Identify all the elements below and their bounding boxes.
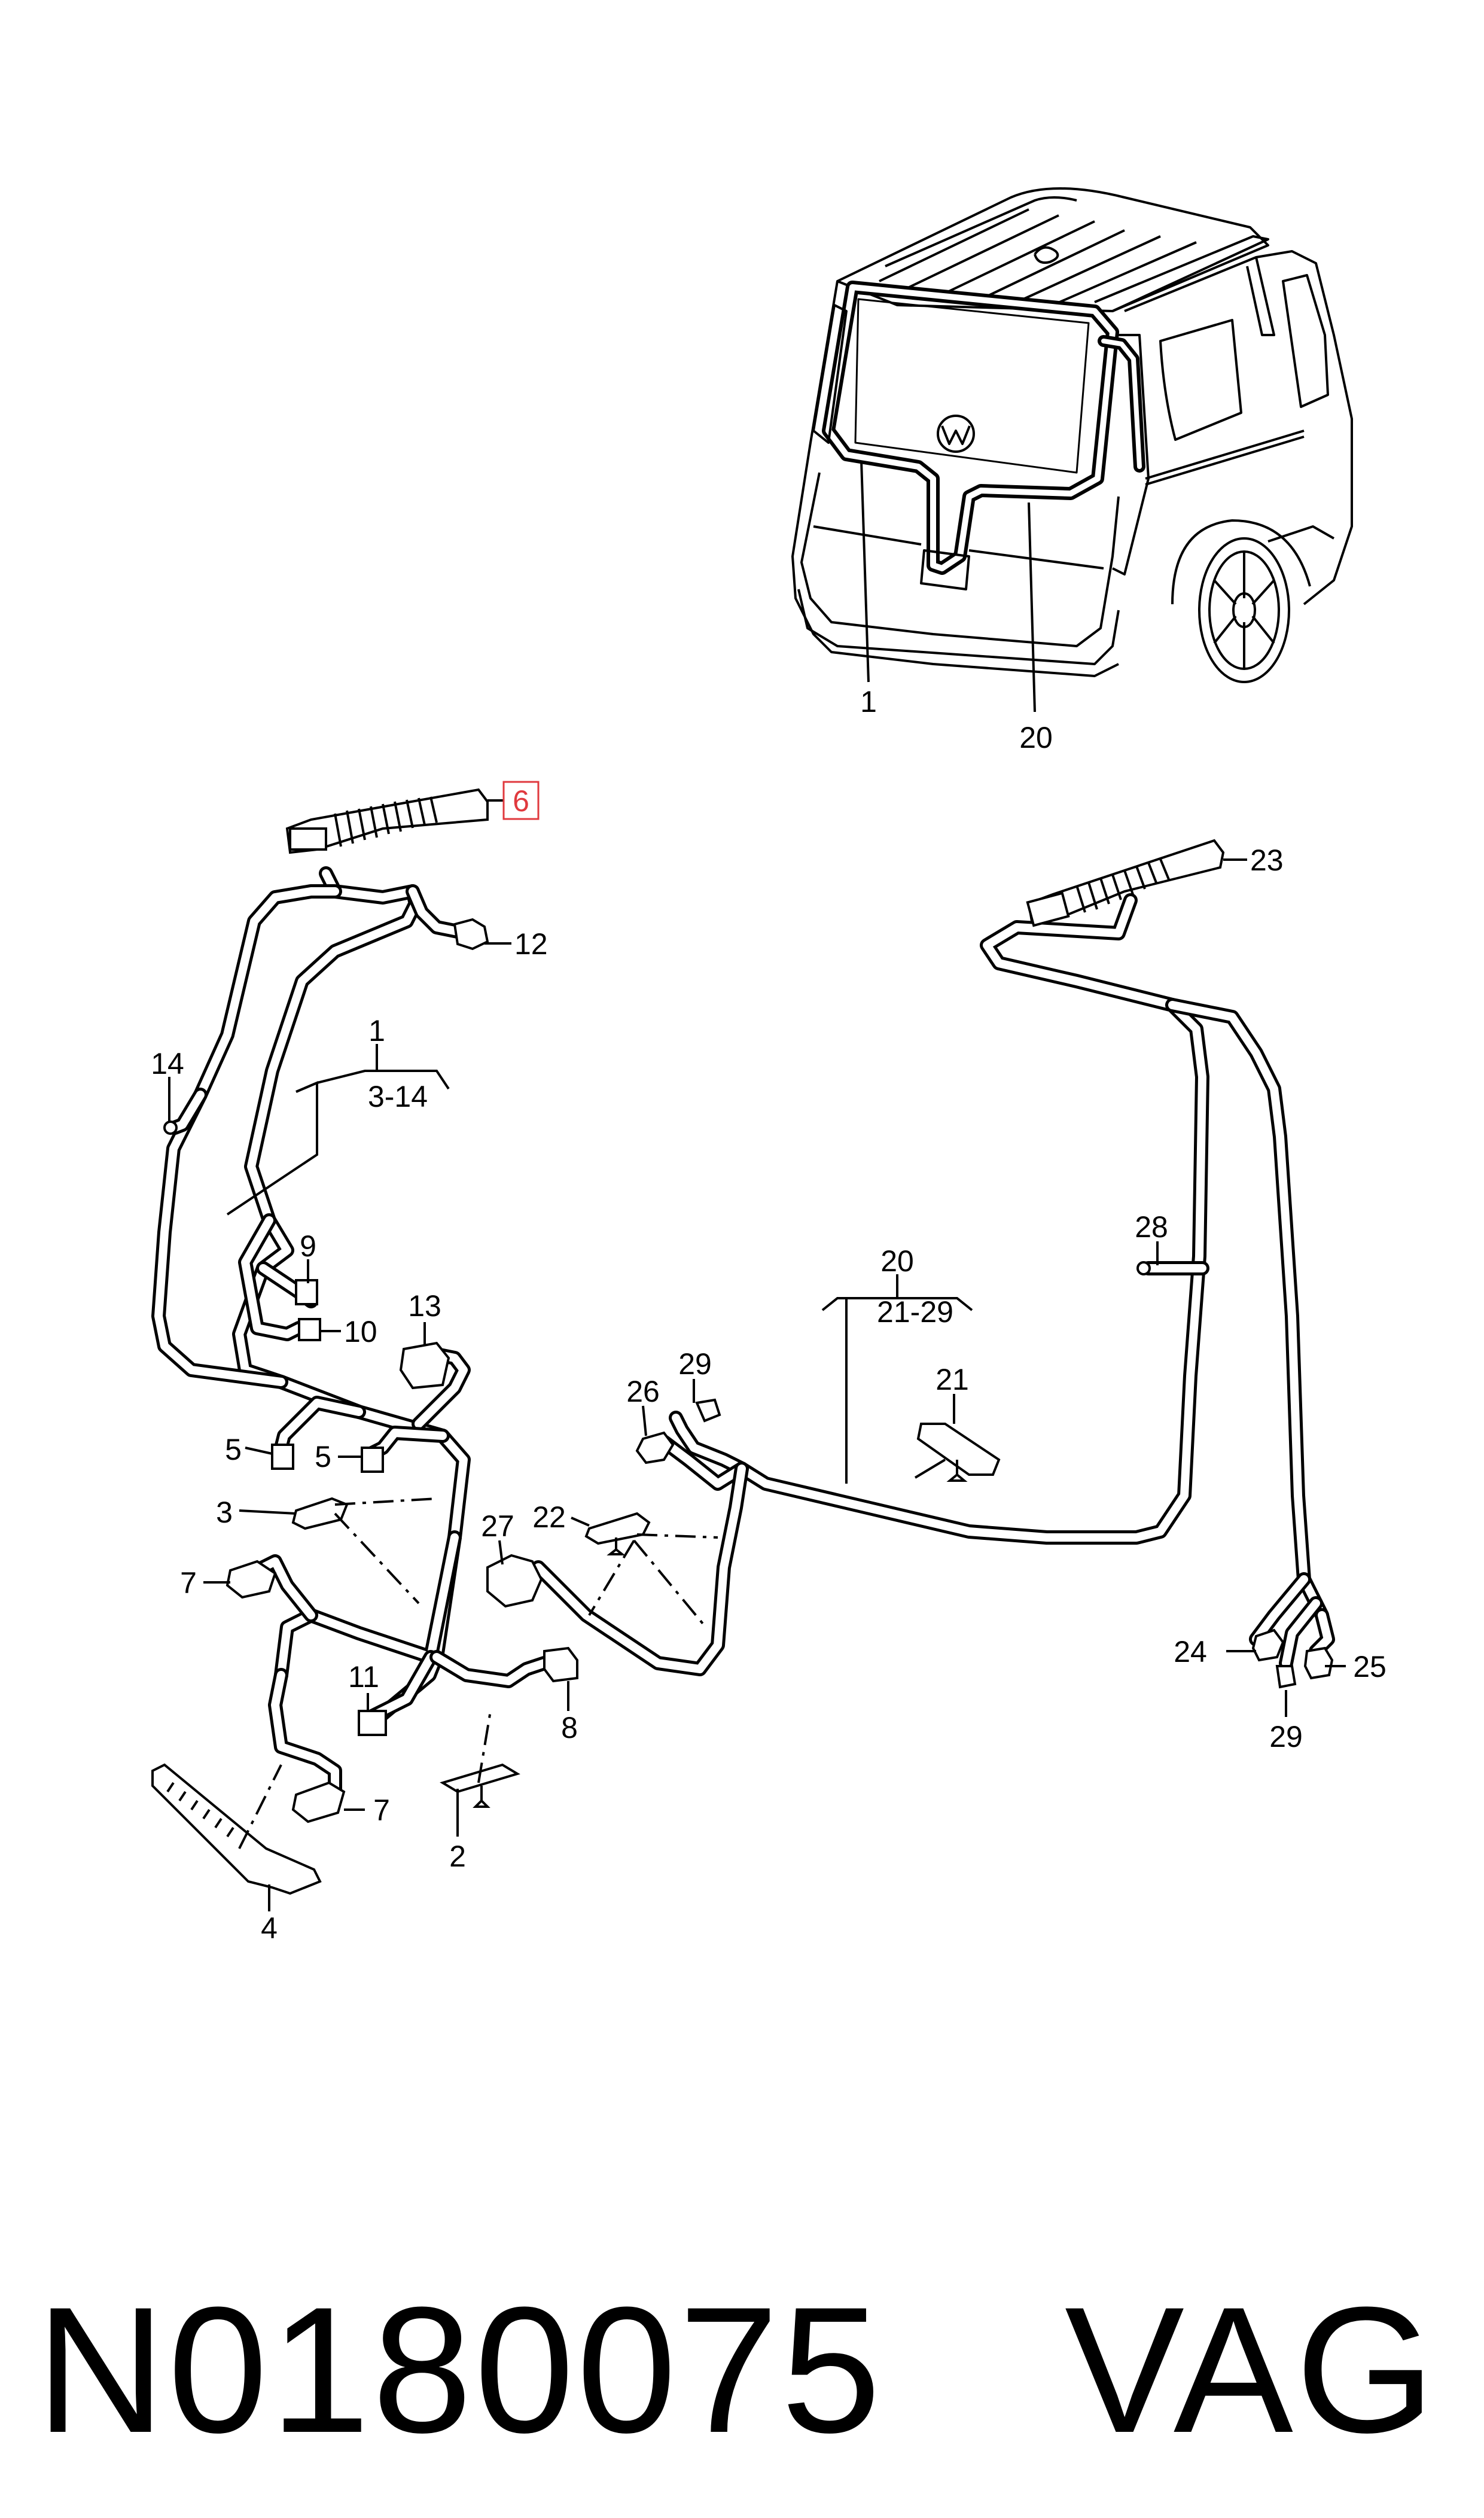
callout-28: 28 — [1135, 1210, 1168, 1244]
connector-9 — [295, 1279, 318, 1305]
connector-27 — [486, 1554, 543, 1608]
group-bracket-20 — [821, 1274, 973, 1484]
clip-3 — [291, 1497, 349, 1530]
callout-1-car: 1 — [860, 685, 877, 718]
callout-29b: 29 — [1269, 1720, 1303, 1753]
connector-5b — [361, 1447, 384, 1473]
cable-tie-4 — [151, 1763, 322, 1895]
connector-28 — [1136, 1261, 1151, 1275]
callout-12: 12 — [514, 927, 548, 961]
callout-21-29: 21-29 — [877, 1295, 953, 1329]
connector-5a — [271, 1444, 294, 1470]
connector-7a — [226, 1560, 277, 1599]
callout-2: 2 — [449, 1840, 466, 1873]
callout-6-highlight-box — [502, 781, 540, 820]
callout-14: 14 — [151, 1047, 184, 1080]
callout-1-group: 1 — [368, 1014, 385, 1048]
callout-labels: 1 20 6 12 23 1 3-14 14 9 10 13 5 5 3 7 1… — [151, 685, 1387, 1945]
connector-13 — [399, 1341, 450, 1390]
connector-29a — [695, 1398, 721, 1423]
callout-29a: 29 — [678, 1347, 712, 1381]
callout-13: 13 — [408, 1289, 441, 1323]
callout-10: 10 — [344, 1315, 377, 1348]
harness-20 — [531, 893, 1335, 1676]
connector-14 — [163, 1121, 178, 1135]
part-number-caption: N0180075 VAG — [36, 2269, 1437, 2470]
callout-25: 25 — [1353, 1650, 1387, 1683]
harness-20-components — [486, 839, 1334, 1689]
callout-3-14: 3-14 — [368, 1080, 428, 1113]
callout-leaders — [168, 799, 1346, 1911]
callout-7b: 7 — [373, 1794, 390, 1827]
connector-11 — [358, 1710, 387, 1736]
connector-25 — [1303, 1646, 1334, 1680]
callout-3: 3 — [216, 1496, 233, 1529]
car-leader-lines — [860, 460, 1036, 713]
callout-5a: 5 — [225, 1433, 242, 1466]
callout-26: 26 — [626, 1375, 660, 1408]
callout-6: 6 — [513, 784, 529, 818]
callout-22: 22 — [532, 1500, 566, 1534]
callout-5b: 5 — [315, 1440, 331, 1473]
callout-7a: 7 — [180, 1566, 197, 1600]
harness-20-clip-leaders — [588, 1459, 946, 1628]
callout-27: 27 — [481, 1509, 514, 1543]
connector-10 — [298, 1318, 321, 1341]
group-bracket-1 — [226, 1044, 450, 1216]
clip-21 — [916, 1423, 1001, 1476]
connector-7b — [291, 1781, 346, 1823]
callout-24: 24 — [1174, 1635, 1207, 1668]
callout-11: 11 — [348, 1660, 379, 1694]
grommet-23 — [1026, 839, 1225, 927]
connector-29b — [1275, 1665, 1297, 1689]
caption-part-code: N0180075 — [36, 2269, 883, 2470]
connector-24 — [1251, 1628, 1285, 1662]
callout-20-car: 20 — [1019, 721, 1053, 754]
callout-23: 23 — [1250, 844, 1284, 877]
grommet-6 — [285, 788, 489, 854]
callout-20-group: 20 — [880, 1244, 914, 1278]
vehicle-rear-illustration — [791, 187, 1353, 683]
connector-26 — [635, 1431, 675, 1464]
callout-4: 4 — [261, 1911, 278, 1945]
connector-12 — [453, 918, 489, 951]
harness-1-clip-leaders — [238, 1497, 492, 1849]
connector-8 — [543, 1646, 578, 1683]
callout-9: 9 — [300, 1229, 316, 1263]
clip-22 — [584, 1512, 651, 1545]
harness-1-components — [151, 788, 578, 1895]
callout-8: 8 — [561, 1711, 578, 1744]
caption-brand: VAG — [1065, 2269, 1437, 2470]
callout-21: 21 — [936, 1363, 969, 1396]
